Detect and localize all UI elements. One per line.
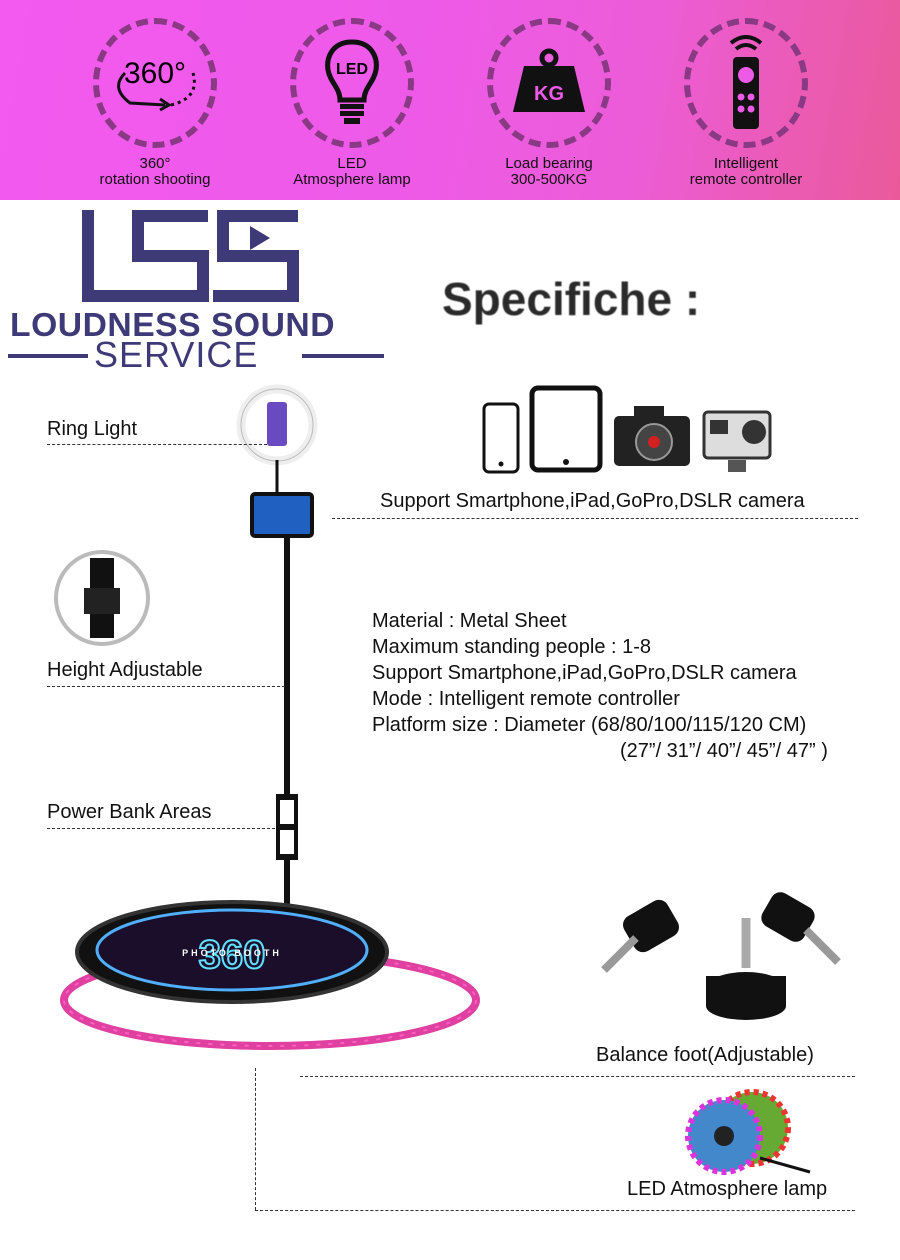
callout-led-lamp: LED Atmosphere lamp (627, 1178, 828, 1200)
logo-text-sub: SERVICE (94, 334, 259, 375)
leader-line (47, 686, 285, 687)
callout-height: Height Adjustable (47, 659, 203, 681)
weight-kg-icon: KG (487, 18, 611, 148)
rotation-360-icon: 360° (93, 18, 217, 148)
spec-item: Maximum standing people : 1-8 (372, 636, 652, 658)
logo-rule (302, 354, 384, 358)
balance-foot-image (601, 892, 841, 1020)
photo-booth-image: 360 PHOTO BOOTH (60, 384, 480, 1050)
tablet-icon (529, 385, 603, 473)
leader-line (47, 828, 275, 829)
feature-360-rotation: 360° 360°rotation shooting (70, 18, 240, 188)
leader-line (255, 1068, 256, 1210)
company-logo: LOUDNESS SOUND SERVICE (8, 208, 388, 375)
tablet-on-holder (250, 492, 314, 538)
dslr-camera-icon (614, 406, 690, 466)
spec-item: Support Smartphone,iPad,GoPro,DSLR camer… (372, 662, 797, 684)
smartphone-icon (482, 402, 520, 474)
height-adjust-detail-image (54, 550, 150, 646)
callout-power-bank: Power Bank Areas (47, 801, 212, 823)
spec-item: (27”/ 31”/ 40”/ 45”/ 47” ) (620, 740, 828, 762)
led-bulb-icon: LED (290, 18, 414, 148)
spec-item: Material : Metal Sheet (372, 610, 567, 632)
feature-label: remote controller (689, 171, 803, 188)
remote-control-icon (684, 18, 808, 148)
callout-balance-foot: Balance foot(Adjustable) (596, 1044, 814, 1066)
svg-text:LED: LED (336, 61, 368, 78)
leader-line (47, 444, 267, 445)
logo-rule (8, 354, 88, 358)
device-icons (482, 385, 772, 474)
feature-label: LED (337, 155, 367, 172)
lss-logo-mark (82, 210, 299, 302)
feature-label: Intelligent (713, 155, 779, 172)
leader-line (300, 1076, 855, 1077)
svg-text:KG: KG (534, 83, 564, 105)
feature-label: rotation shooting (99, 171, 211, 188)
phone-on-ring (267, 402, 287, 446)
logo-text-main: LOUDNESS SOUND (10, 306, 336, 343)
leader-line (255, 1210, 855, 1211)
feature-label: 360° (139, 155, 171, 172)
feature-label: Atmosphere lamp (293, 171, 411, 188)
feature-label: Load bearing (505, 155, 593, 172)
page-title: Specifiche : (442, 273, 701, 325)
led-strip-image (685, 1089, 811, 1175)
svg-text:PHOTO BOOTH: PHOTO BOOTH (182, 948, 282, 958)
callout-ring-light: Ring Light (47, 418, 138, 440)
svg-text:360: 360 (199, 933, 266, 977)
feature-label: 300-500KG (510, 171, 588, 188)
gopro-icon (702, 410, 772, 472)
spec-item: Platform size : Diameter (68/80/100/115/… (372, 714, 807, 736)
spec-list: Material : Metal Sheet Maximum standing … (372, 608, 828, 764)
leader-line (332, 518, 858, 519)
callout-support: Support Smartphone,iPad,GoPro,DSLR camer… (380, 490, 805, 512)
spec-item: Mode : Intelligent remote controller (372, 688, 680, 710)
svg-text:360°: 360° (124, 57, 186, 90)
